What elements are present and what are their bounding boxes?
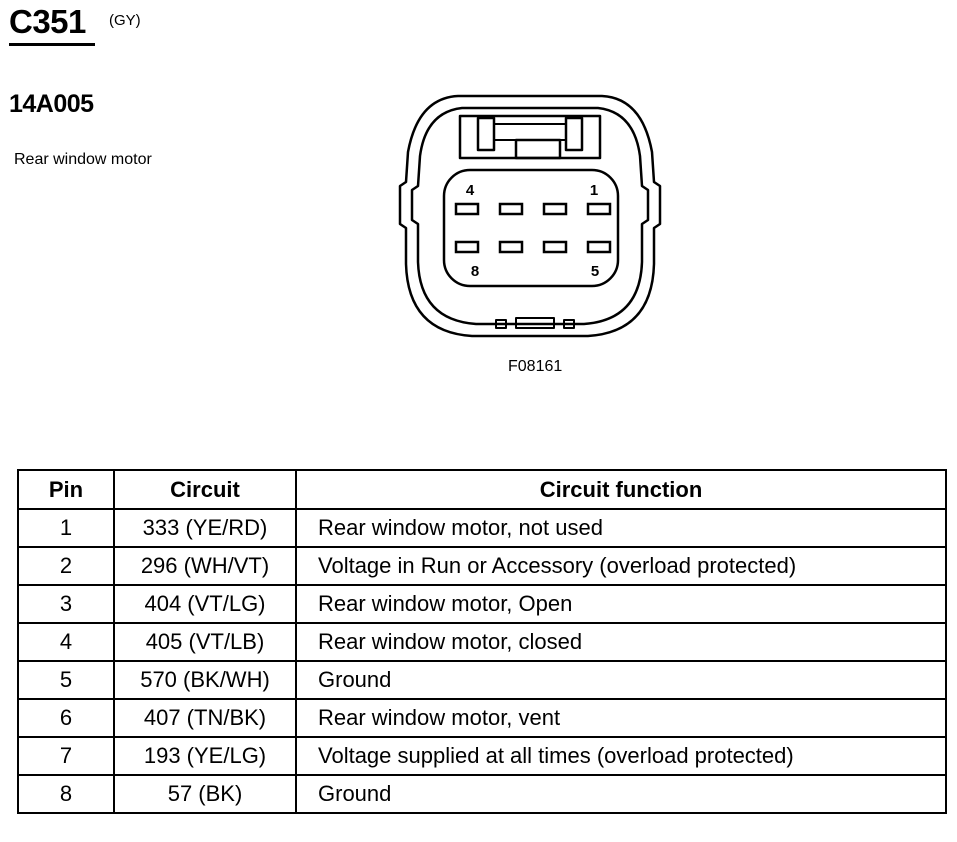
circuit-function-cell: Voltage supplied at all times (overload … bbox=[295, 736, 947, 776]
circuit-function-cell: Rear window motor, Open bbox=[295, 584, 947, 624]
connector-face-diagram: 4 1 8 5 bbox=[398, 94, 662, 338]
pin-slot-7 bbox=[498, 240, 524, 254]
connector-id-underline bbox=[9, 43, 95, 46]
pin-label-bottom-left: 8 bbox=[471, 263, 479, 280]
component-name: Rear window motor bbox=[14, 151, 152, 168]
table-header-row: Pin Circuit Circuit function bbox=[17, 469, 947, 510]
figure-code: F08161 bbox=[508, 358, 563, 375]
pin-cavity-frame bbox=[442, 168, 620, 288]
circuit-function-cell: Rear window motor, not used bbox=[295, 508, 947, 548]
circuit-cell: 193 (YE/LG) bbox=[113, 736, 297, 776]
pin-slot-3 bbox=[498, 202, 524, 216]
pin-label-top-right: 1 bbox=[590, 182, 598, 199]
pin-slot-1 bbox=[586, 202, 612, 216]
pin-slot-4 bbox=[454, 202, 480, 216]
circuit-cell: 404 (VT/LG) bbox=[113, 584, 297, 624]
circuit-function-cell: Ground bbox=[295, 774, 947, 814]
circuit-cell: 296 (WH/VT) bbox=[113, 546, 297, 586]
latch-tab bbox=[514, 138, 562, 160]
latch-post-left bbox=[476, 116, 496, 152]
pin-cell: 6 bbox=[17, 698, 115, 738]
pin-cell: 3 bbox=[17, 584, 115, 624]
connector-id: C351 bbox=[9, 3, 86, 40]
pin-cell: 5 bbox=[17, 660, 115, 700]
pin-slot-5 bbox=[586, 240, 612, 254]
pin-label-top-left: 4 bbox=[466, 182, 475, 199]
circuit-cell: 570 (BK/WH) bbox=[113, 660, 297, 700]
circuit-cell: 407 (TN/BK) bbox=[113, 698, 297, 738]
bottom-key-right bbox=[563, 319, 575, 329]
latch-post-right bbox=[564, 116, 584, 152]
circuit-function-cell: Ground bbox=[295, 660, 947, 700]
circuit-function-cell: Rear window motor, closed bbox=[295, 622, 947, 662]
pin-cell: 4 bbox=[17, 622, 115, 662]
pin-slot-8 bbox=[454, 240, 480, 254]
circuit-cell: 57 (BK) bbox=[113, 774, 297, 814]
header-pin: Pin bbox=[17, 469, 115, 510]
latch-bar bbox=[494, 123, 566, 141]
connector-housing-inner bbox=[410, 106, 650, 326]
pin-cell: 8 bbox=[17, 774, 115, 814]
connector-latch bbox=[458, 114, 602, 160]
header-circuit: Circuit bbox=[113, 469, 297, 510]
pin-slot-2 bbox=[542, 202, 568, 216]
circuit-function-cell: Voltage in Run or Accessory (overload pr… bbox=[295, 546, 947, 586]
circuit-cell: 405 (VT/LB) bbox=[113, 622, 297, 662]
pin-cell: 7 bbox=[17, 736, 115, 776]
circuit-function-cell: Rear window motor, vent bbox=[295, 698, 947, 738]
circuit-cell: 333 (YE/RD) bbox=[113, 508, 297, 548]
connector-housing-outer bbox=[398, 94, 662, 338]
pin-cell: 2 bbox=[17, 546, 115, 586]
bottom-key-left bbox=[495, 319, 507, 329]
pin-slot-6 bbox=[542, 240, 568, 254]
connector-color: (GY) bbox=[109, 12, 141, 29]
pin-cell: 1 bbox=[17, 508, 115, 548]
bottom-key-center bbox=[515, 317, 555, 329]
header-circuit-function: Circuit function bbox=[295, 469, 947, 510]
part-number: 14A005 bbox=[9, 90, 94, 118]
pin-label-bottom-right: 5 bbox=[591, 263, 599, 280]
